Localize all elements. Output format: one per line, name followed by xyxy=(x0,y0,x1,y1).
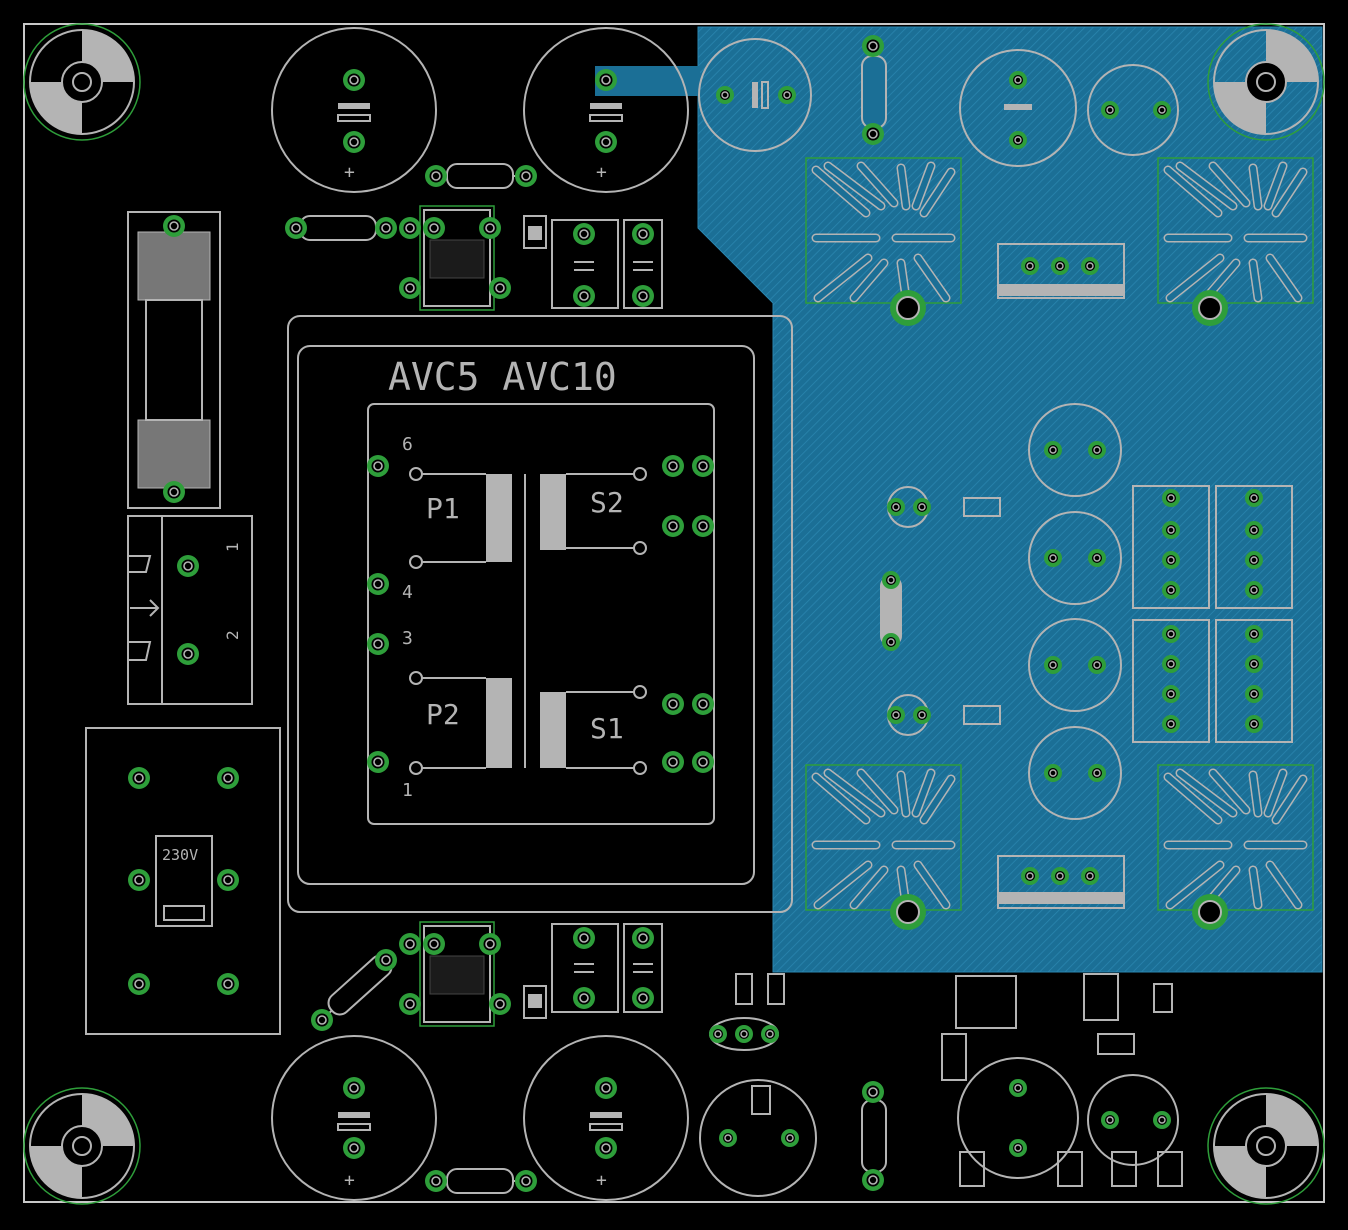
regulator-mount-holes xyxy=(890,290,1228,930)
winding-label: P2 xyxy=(426,698,460,731)
winding-label: S1 xyxy=(590,712,624,745)
capacitor-c4: + xyxy=(523,1035,689,1201)
capacitor-c3: + xyxy=(271,1035,437,1201)
film-capacitors-bottom xyxy=(551,923,663,1013)
polarity-mark: + xyxy=(596,1170,607,1191)
mounting-hole-top-left xyxy=(23,23,141,141)
resistor-r6 xyxy=(861,1080,887,1192)
polarity-mark: + xyxy=(344,162,355,183)
mounting-hole-bottom-right xyxy=(1207,1087,1325,1205)
output-terminals xyxy=(1132,485,1293,743)
resistor-r1 xyxy=(424,163,538,189)
pin-number: 6 xyxy=(402,434,413,455)
fuse-holder xyxy=(127,211,221,509)
transformer: AVC5 AVC10 P1 S2 P2 S1 6 4 3 1 xyxy=(287,315,793,913)
pin-number: 1 xyxy=(402,780,413,801)
indicator-leds xyxy=(880,486,1001,736)
board-outline xyxy=(23,23,1325,1203)
resistor-r4 xyxy=(310,932,422,1032)
mounting-hole-bottom-left xyxy=(23,1087,141,1205)
mounting-hole-top-right xyxy=(1207,23,1325,141)
transformer-title: AVC5 AVC10 xyxy=(388,355,617,399)
polarity-mark: + xyxy=(596,162,607,183)
pin-number: 4 xyxy=(402,582,413,603)
small-capacitors xyxy=(698,38,1179,1197)
winding-label: S2 xyxy=(590,486,624,519)
polarity-mark: + xyxy=(344,1170,355,1191)
pin-number: 3 xyxy=(402,628,413,649)
pin-label: 2 xyxy=(223,630,242,640)
pin-label: 1 xyxy=(223,542,242,552)
power-connector: 1 2 xyxy=(127,515,253,705)
voltage-label: 230V xyxy=(162,846,198,864)
regulator-bottom xyxy=(997,855,1125,909)
voltage-selector: 230V xyxy=(85,727,281,1035)
bridge-rectifier-top xyxy=(398,205,547,311)
winding-label: P1 xyxy=(426,492,460,525)
bridge-rectifier-bottom xyxy=(398,921,547,1027)
resistor-r2 xyxy=(284,215,422,241)
copper-pour xyxy=(697,26,1323,973)
capacitor-c1: + xyxy=(271,27,437,193)
resistor-r3 xyxy=(424,1168,538,1194)
regulator-top xyxy=(997,243,1125,299)
smd-components xyxy=(708,973,1183,1187)
capacitor-c2: + xyxy=(523,27,689,193)
resistor-r5 xyxy=(861,34,887,146)
film-capacitors-top xyxy=(551,219,663,309)
